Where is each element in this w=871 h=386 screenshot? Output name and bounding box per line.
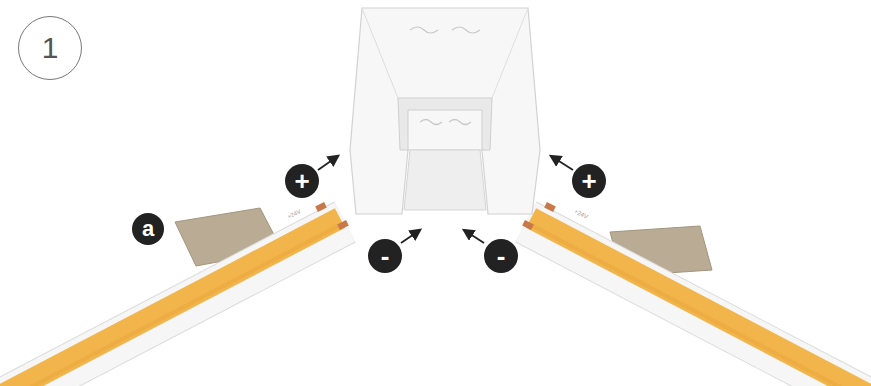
node-text: + bbox=[294, 168, 309, 194]
led-strip bbox=[522, 202, 871, 386]
corner-connector bbox=[350, 8, 540, 214]
leader-arrow bbox=[318, 156, 573, 243]
led-strip bbox=[0, 202, 349, 386]
node-text: + bbox=[581, 168, 596, 194]
step-number: 1 bbox=[18, 16, 82, 80]
voltage-label: +24V bbox=[573, 208, 588, 220]
callout-letter: a bbox=[132, 213, 164, 245]
polarity-mark: - bbox=[484, 239, 518, 273]
polarity-mark: + bbox=[572, 164, 606, 198]
node-text: a bbox=[142, 218, 154, 240]
node-text: - bbox=[497, 243, 506, 269]
polarity-mark: + bbox=[285, 164, 319, 198]
node-text: 1 bbox=[42, 33, 59, 63]
voltage-label: +24V bbox=[286, 208, 301, 220]
polarity-mark: - bbox=[368, 239, 402, 273]
node-text: - bbox=[381, 243, 390, 269]
